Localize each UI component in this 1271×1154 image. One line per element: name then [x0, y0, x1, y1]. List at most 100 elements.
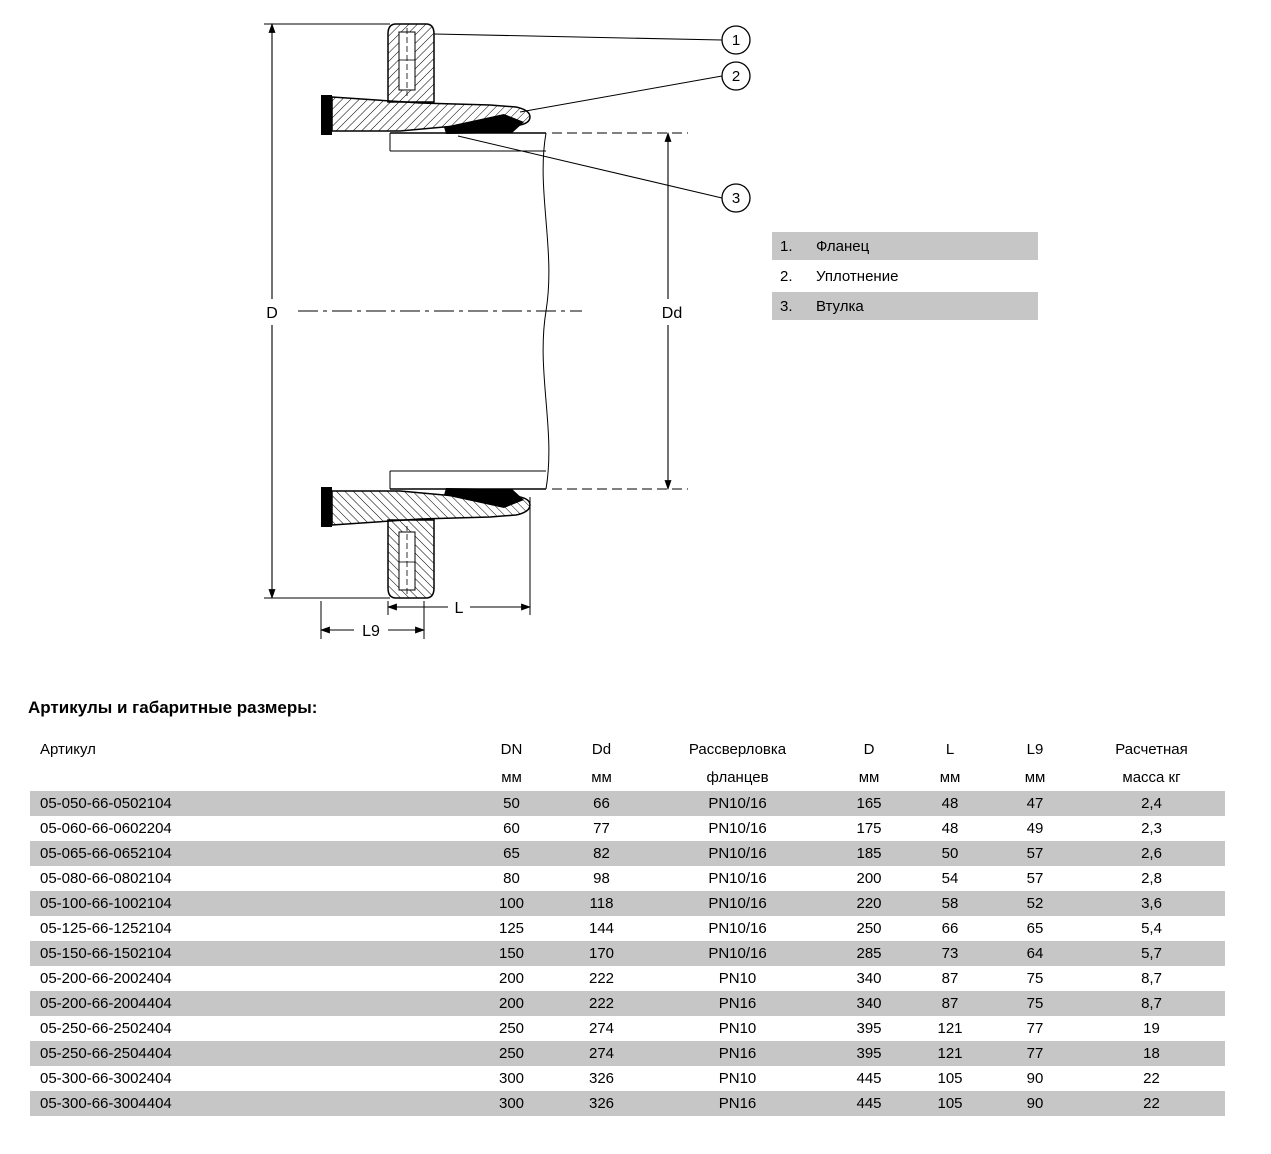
col-unit-artikul: [30, 763, 465, 791]
cell-artikul: 05-125-66-1252104: [40, 920, 172, 937]
cell-mass: 5,7: [1141, 945, 1162, 962]
cell-artikul: 05-100-66-1002104: [40, 895, 172, 912]
cell-l: 48: [941, 820, 959, 837]
table-row: 05-200-66-2002404 200 222 PN10 340 87 75…: [30, 966, 1225, 991]
dim-label-l: L: [455, 600, 464, 617]
legend-item-label: Уплотнение: [816, 267, 899, 285]
cell-dd: 144: [588, 920, 615, 937]
callout-2-leader: [519, 75, 723, 113]
dimensions-table: Артикул DN Dd Рассверловка D L L9 Расчет…: [30, 735, 1225, 1116]
dimensions-table-wrap: Артикул DN Dd Рассверловка D L L9 Расчет…: [30, 735, 1225, 1116]
col-header-dn: DN: [500, 740, 523, 758]
cell-artikul: 05-150-66-1502104: [40, 945, 172, 962]
cell-drilling: PN10/16: [708, 945, 767, 962]
cell-l: 54: [941, 870, 959, 887]
cell-l: 87: [941, 995, 959, 1012]
cell-artikul: 05-060-66-0602204: [40, 820, 172, 837]
cell-mass: 18: [1143, 1045, 1160, 1062]
cell-drilling: PN16: [718, 1095, 757, 1112]
cell-d: 340: [856, 995, 882, 1012]
callout-1-label: 1: [732, 32, 740, 49]
cell-drilling: PN10/16: [708, 895, 767, 912]
cell-dd: 77: [593, 820, 610, 837]
table-row: 05-065-66-0652104 65 82 PN10/16 185 50 5…: [30, 841, 1225, 866]
cell-d: 285: [856, 945, 882, 962]
cell-dd: 98: [593, 870, 610, 887]
table-row: 05-060-66-0602204 60 77 PN10/16 175 48 4…: [30, 816, 1225, 841]
cell-d: 200: [856, 870, 882, 887]
cell-l: 58: [941, 895, 959, 912]
cell-d: 175: [856, 820, 882, 837]
table-row: 05-125-66-1252104 125 144 PN10/16 250 66…: [30, 916, 1225, 941]
cell-mass: 19: [1143, 1020, 1160, 1037]
cell-dd: 222: [588, 970, 615, 987]
table-header-row-1: Артикул DN Dd Рассверловка D L L9 Расчет…: [30, 735, 1225, 763]
table-row: 05-250-66-2502404 250 274 PN10 395 121 7…: [30, 1016, 1225, 1041]
cell-mass: 2,6: [1141, 845, 1162, 862]
cell-dn: 50: [503, 795, 520, 812]
cell-l: 121: [937, 1020, 963, 1037]
cell-l: 66: [941, 920, 959, 937]
cell-dn: 250: [498, 1045, 525, 1062]
cell-dn: 80: [503, 870, 520, 887]
cell-l9: 65: [1026, 920, 1044, 937]
callout-3: 3: [457, 135, 751, 213]
cell-dd: 222: [588, 995, 615, 1012]
col-header-mass: Расчетная: [1115, 740, 1188, 758]
table-row: 05-300-66-3004404 300 326 PN16 445 105 9…: [30, 1091, 1225, 1116]
cell-dn: 200: [498, 970, 525, 987]
cell-d: 445: [856, 1095, 882, 1112]
cell-artikul: 05-250-66-2502404: [40, 1020, 172, 1037]
cell-drilling: PN10/16: [708, 920, 767, 937]
cell-l9: 75: [1026, 970, 1044, 987]
flange-bottom-section: [320, 486, 531, 599]
cell-mass: 2,4: [1141, 795, 1162, 812]
cell-drilling: PN10/16: [708, 795, 767, 812]
cell-dd: 274: [588, 1020, 615, 1037]
cell-artikul: 05-200-66-2004404: [40, 995, 172, 1012]
cell-l9: 52: [1026, 895, 1044, 912]
callout-2-circle: [721, 61, 751, 91]
cell-dd: 274: [588, 1045, 615, 1062]
seal-black: [444, 114, 524, 134]
cell-l9: 77: [1026, 1020, 1044, 1037]
cell-dn: 200: [498, 995, 525, 1012]
cell-d: 220: [856, 895, 882, 912]
cell-l: 105: [937, 1070, 963, 1087]
flange-top-section: [321, 23, 531, 135]
legend-item: 2. Уплотнение: [772, 262, 1038, 290]
legend-item-number: 2.: [780, 267, 793, 285]
cell-d: 395: [856, 1045, 882, 1062]
cell-l9: 49: [1026, 820, 1044, 837]
section-title: Артикулы и габаритные размеры:: [28, 698, 318, 717]
cell-l9: 90: [1026, 1095, 1044, 1112]
cell-l9: 64: [1026, 945, 1044, 962]
cell-mass: 8,7: [1141, 995, 1162, 1012]
cell-drilling: PN10: [718, 970, 757, 987]
cell-dd: 326: [588, 1095, 615, 1112]
cell-mass: 22: [1143, 1070, 1160, 1087]
callout-2: 2: [519, 61, 751, 113]
cell-dd: 118: [589, 895, 614, 912]
col-unit-d: мм: [858, 768, 880, 786]
cell-l9: 75: [1026, 995, 1044, 1012]
col-unit-mass: масса кг: [1122, 768, 1181, 786]
col-unit-dn: мм: [501, 768, 522, 786]
cell-dd: 66: [593, 795, 610, 812]
cell-artikul: 05-250-66-2504404: [40, 1045, 172, 1062]
col-header-artikul: Артикул: [40, 740, 96, 758]
col-header-dd: Dd: [591, 740, 612, 758]
dimension-l: L: [387, 497, 531, 618]
cell-drilling: PN10: [718, 1020, 757, 1037]
cell-dn: 65: [503, 845, 520, 862]
col-unit-drilling: фланцев: [706, 768, 769, 786]
dimension-l9: L9: [320, 601, 425, 641]
parts-legend: 1. Фланец 2. Уплотнение 3. Втулка: [772, 232, 1038, 322]
callout-1: 1: [433, 25, 751, 55]
col-unit-l9: мм: [1024, 768, 1046, 786]
cell-d: 250: [856, 920, 882, 937]
cell-l9: 77: [1026, 1045, 1044, 1062]
table-row: 05-150-66-1502104 150 170 PN10/16 285 73…: [30, 941, 1225, 966]
cell-artikul: 05-065-66-0652104: [40, 845, 172, 862]
cell-l9: 57: [1026, 845, 1044, 862]
